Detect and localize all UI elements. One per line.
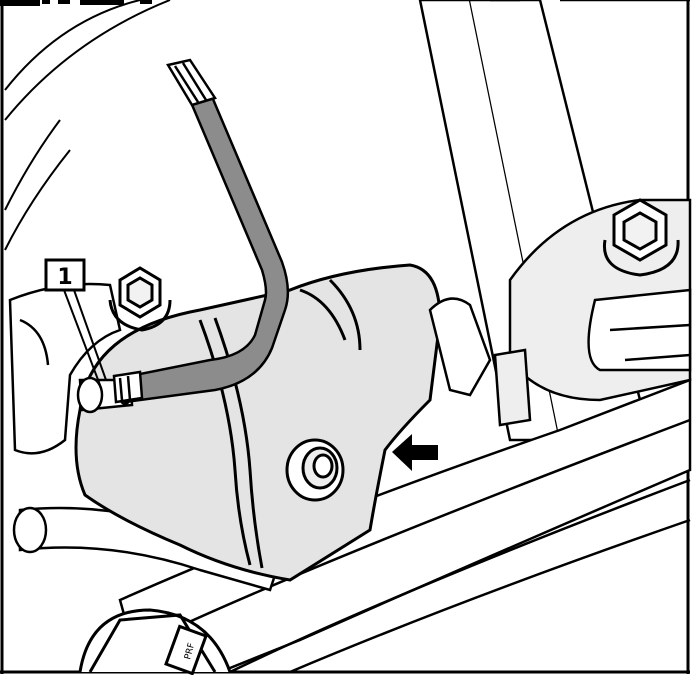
cropped-header-marks <box>0 0 152 6</box>
axle-nut <box>78 608 232 675</box>
brake-disc-outline <box>4 0 171 251</box>
caliper-upper-lug <box>428 297 532 427</box>
hex-bolt-upper <box>602 198 680 277</box>
stamp-text: PRF <box>183 642 197 661</box>
callout-1: 1 <box>44 258 107 386</box>
hex-key-tool <box>112 58 290 404</box>
arrow-left-icon <box>392 434 438 471</box>
hex-bolt-caliper <box>108 266 172 332</box>
brake-caliper <box>74 263 442 582</box>
callout-1-label: 1 <box>57 265 72 290</box>
caliper-slide-pin <box>285 438 345 502</box>
